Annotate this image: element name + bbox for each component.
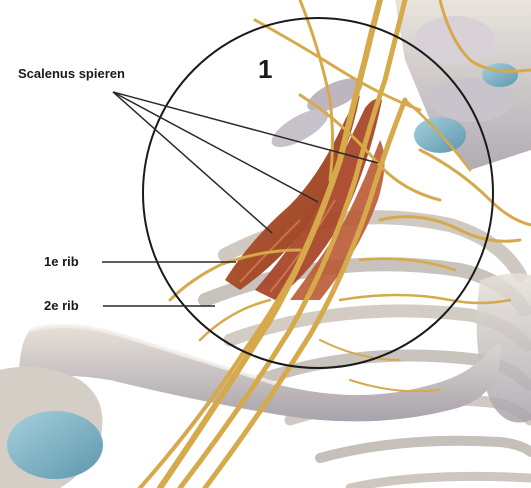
cartilage-left <box>7 411 103 479</box>
label-rib-1: 1e rib <box>44 254 79 269</box>
label-scalenus: Scalenus spieren <box>18 66 125 81</box>
label-rib-2: 2e rib <box>44 298 79 313</box>
zone-number: 1 <box>258 54 272 84</box>
